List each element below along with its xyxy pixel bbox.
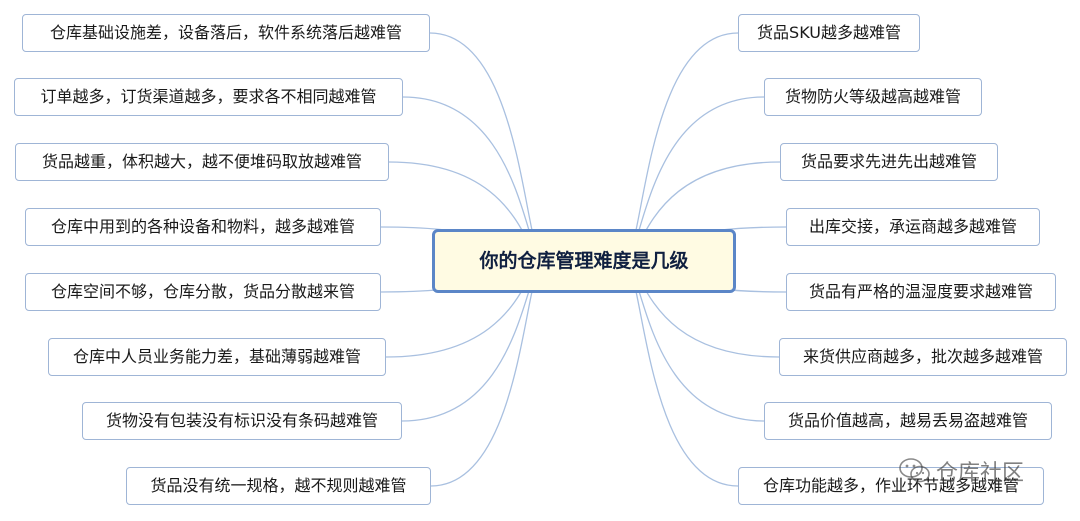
left-topic-1[interactable]: 仓库基础设施差，设备落后，软件系统落后越难管 [22,14,430,52]
right-connector-1 [623,32,739,262]
left-topic-8[interactable]: 货品没有统一规格，越不规则越难管 [126,467,431,505]
right-topic-2[interactable]: 货物防火等级越高越难管 [764,78,982,116]
watermark-text: 仓库社区 [936,461,1025,486]
right-topic-8[interactable]: 仓库功能越多，作业环节越多越难管 [738,467,1044,505]
left-connector-8 [430,260,545,487]
right-topic-3[interactable]: 货品要求先进先出越难管 [780,143,998,181]
wechat-icon [899,458,930,483]
right-connector-8 [623,260,739,487]
left-topic-6[interactable]: 仓库中人员业务能力差，基础薄弱越难管 [48,338,386,376]
right-topic-5[interactable]: 货品有严格的温湿度要求越难管 [786,273,1056,311]
left-topic-4[interactable]: 仓库中用到的各种设备和物料，越多越难管 [25,208,381,246]
right-topic-7[interactable]: 货品价值越高，越易丢易盗越难管 [764,402,1052,440]
left-topic-5[interactable]: 仓库空间不够，仓库分散，货品分散越来管 [25,273,381,311]
right-topic-6[interactable]: 来货供应商越多，批次越多越难管 [779,338,1067,376]
right-topic-4[interactable]: 出库交接，承运商越多越难管 [786,208,1040,246]
central-topic[interactable]: 你的仓库管理难度是几级 [432,229,736,293]
left-topic-3[interactable]: 货品越重，体积越大，越不便堆码取放越难管 [15,143,389,181]
left-connector-1 [429,32,545,262]
left-topic-7[interactable]: 货物没有包装没有标识没有条码越难管 [82,402,402,440]
right-topic-1[interactable]: 货品SKU越多越难管 [738,14,920,52]
watermark: 仓库社区 [898,454,1058,488]
left-topic-2[interactable]: 订单越多，订货渠道越多，要求各不相同越难管 [14,78,403,116]
